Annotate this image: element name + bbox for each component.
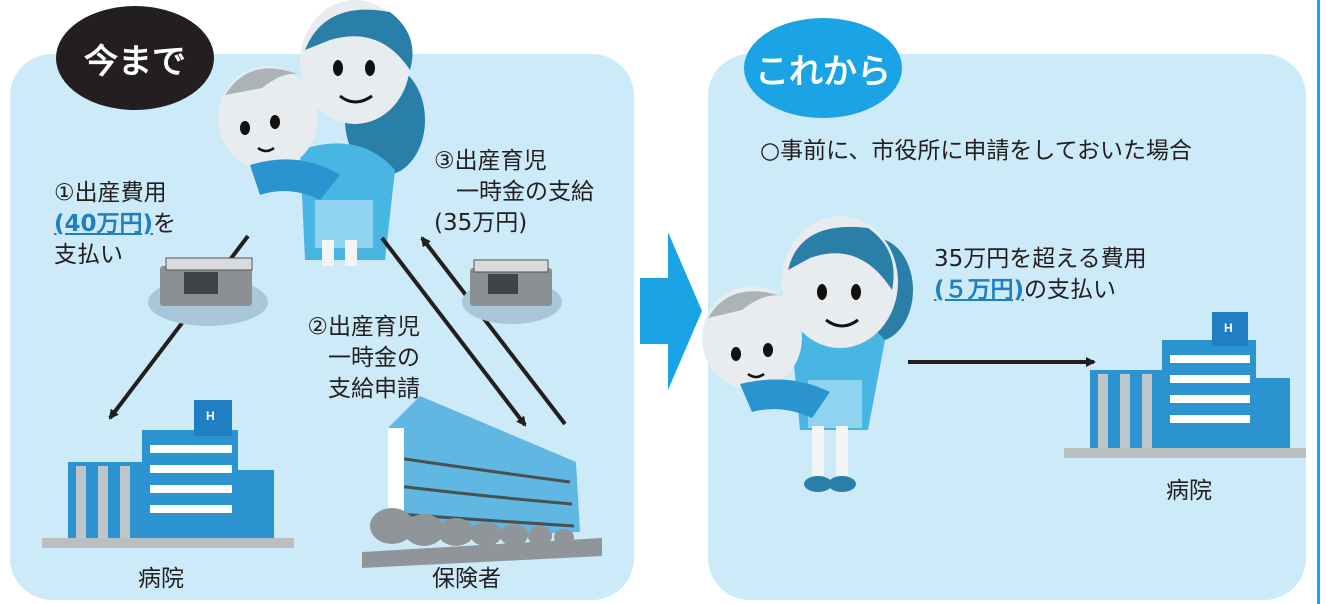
payment-suffix: の支払い [1024, 277, 1117, 303]
money-stack-icon [462, 259, 562, 324]
hospital-label-left: 病院 [138, 566, 184, 592]
step3-line1: ③出産育児 [434, 148, 547, 174]
transition-arrow-icon [640, 232, 702, 390]
step3-line2: 一時金の支給 [456, 179, 594, 205]
insurer-building-icon [362, 396, 602, 568]
hospital-building-icon-left: H [42, 400, 294, 548]
step1-line1: ①出産費用 [54, 180, 167, 206]
hospital-label-right: 病院 [1166, 478, 1212, 504]
right-border-line [1317, 0, 1320, 604]
hospital-sign-label: H [1224, 321, 1233, 335]
step2-line2: 一時金の [328, 345, 420, 371]
arrow-apply-insurer [380, 236, 527, 427]
svg-text:H: H [206, 409, 215, 423]
badge-before: 今まで [56, 6, 214, 110]
condition-text: ○事前に、市役所に申請をしておいた場合 [760, 138, 1192, 164]
step1-line3: 支払い [54, 242, 123, 268]
step3-line3: (35万円) [434, 210, 528, 236]
step1-text: ①出産費用 (40万円)を 支払い [54, 178, 176, 271]
payment-amount: (５万円) [934, 277, 1025, 303]
step2-line1: ②出産育児 [307, 314, 420, 340]
arrow-payout-mother [420, 236, 567, 426]
insurer-label: 保険者 [432, 566, 501, 592]
step2-line3: 支給申請 [328, 376, 420, 402]
step1-amount: (40万円) [54, 211, 154, 237]
payment-text: 35万円を超える費用 (５万円)の支払い [934, 244, 1147, 306]
step3-text: ③出産育児 一時金の支給 (35万円) [434, 146, 614, 239]
mother-baby-illustration-right [702, 216, 913, 492]
step1-suffix: を [153, 211, 177, 237]
money-stack-icon [148, 257, 268, 326]
payment-line2: (５万円)の支払い [934, 275, 1147, 306]
step1-line2: (40万円)を [54, 209, 176, 240]
step2-text: ②出産育児 一時金の 支給申請 [276, 312, 420, 405]
payment-line1: 35万円を超える費用 [934, 246, 1147, 272]
badge-after: これから [744, 18, 902, 118]
mother-baby-illustration-left [218, 0, 425, 266]
hospital-building-icon-right: H [1064, 312, 1306, 458]
